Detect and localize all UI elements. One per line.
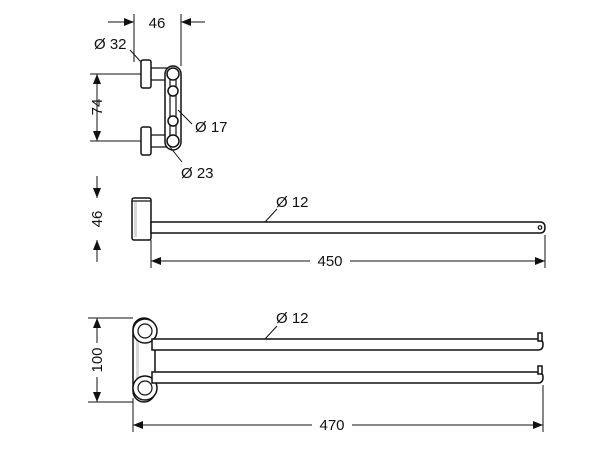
lower-cap bbox=[166, 134, 180, 148]
side-length-label: 450 bbox=[317, 253, 342, 270]
top-spacing-dimension: 74 bbox=[89, 73, 141, 142]
side-rod bbox=[150, 221, 546, 234]
side-rod-diameter-label: Ø 12 bbox=[276, 194, 309, 211]
flange-diameter-label: Ø 32 bbox=[94, 36, 127, 53]
front-length-label: 470 bbox=[319, 417, 344, 434]
front-upper-rod bbox=[151, 332, 544, 351]
flange-diameter-callout: Ø 32 bbox=[94, 36, 142, 63]
lower-pivot-knuckle bbox=[167, 115, 179, 127]
upper-cap bbox=[166, 67, 180, 81]
side-height-dimension: 46 bbox=[89, 176, 106, 262]
upper-wall-flange bbox=[140, 59, 152, 89]
base-diameter-label: Ø 23 bbox=[181, 165, 214, 182]
pivot-diameter-callout: Ø 17 bbox=[177, 109, 228, 136]
front-view: 100 Ø 12 470 bbox=[88, 310, 544, 434]
front-upper-knuckle bbox=[132, 318, 158, 344]
front-rod-diameter-callout: Ø 12 bbox=[264, 310, 309, 340]
base-diameter-callout: Ø 23 bbox=[169, 146, 214, 182]
pivot-diameter-label: Ø 17 bbox=[195, 119, 228, 136]
top-spacing-label: 74 bbox=[89, 99, 106, 116]
lower-wall-flange bbox=[140, 126, 152, 156]
front-rod-diameter-label: Ø 12 bbox=[276, 310, 309, 327]
front-lower-rod bbox=[151, 365, 544, 384]
front-height-dimension: 100 bbox=[88, 317, 133, 403]
front-length-dimension: 470 bbox=[132, 385, 544, 434]
top-view: 46 Ø 32 74 Ø 17 Ø 23 bbox=[89, 14, 228, 182]
upper-pivot-knuckle bbox=[167, 85, 179, 97]
side-height-label: 46 bbox=[89, 211, 106, 228]
side-view: 46 Ø 12 450 bbox=[89, 176, 546, 270]
side-length-dimension: 450 bbox=[150, 235, 546, 270]
side-rod-diameter-callout: Ø 12 bbox=[264, 194, 309, 223]
front-lower-knuckle bbox=[132, 375, 158, 401]
top-width-label: 46 bbox=[149, 15, 166, 32]
front-height-label: 100 bbox=[89, 347, 106, 372]
side-wall-mount bbox=[131, 197, 152, 241]
